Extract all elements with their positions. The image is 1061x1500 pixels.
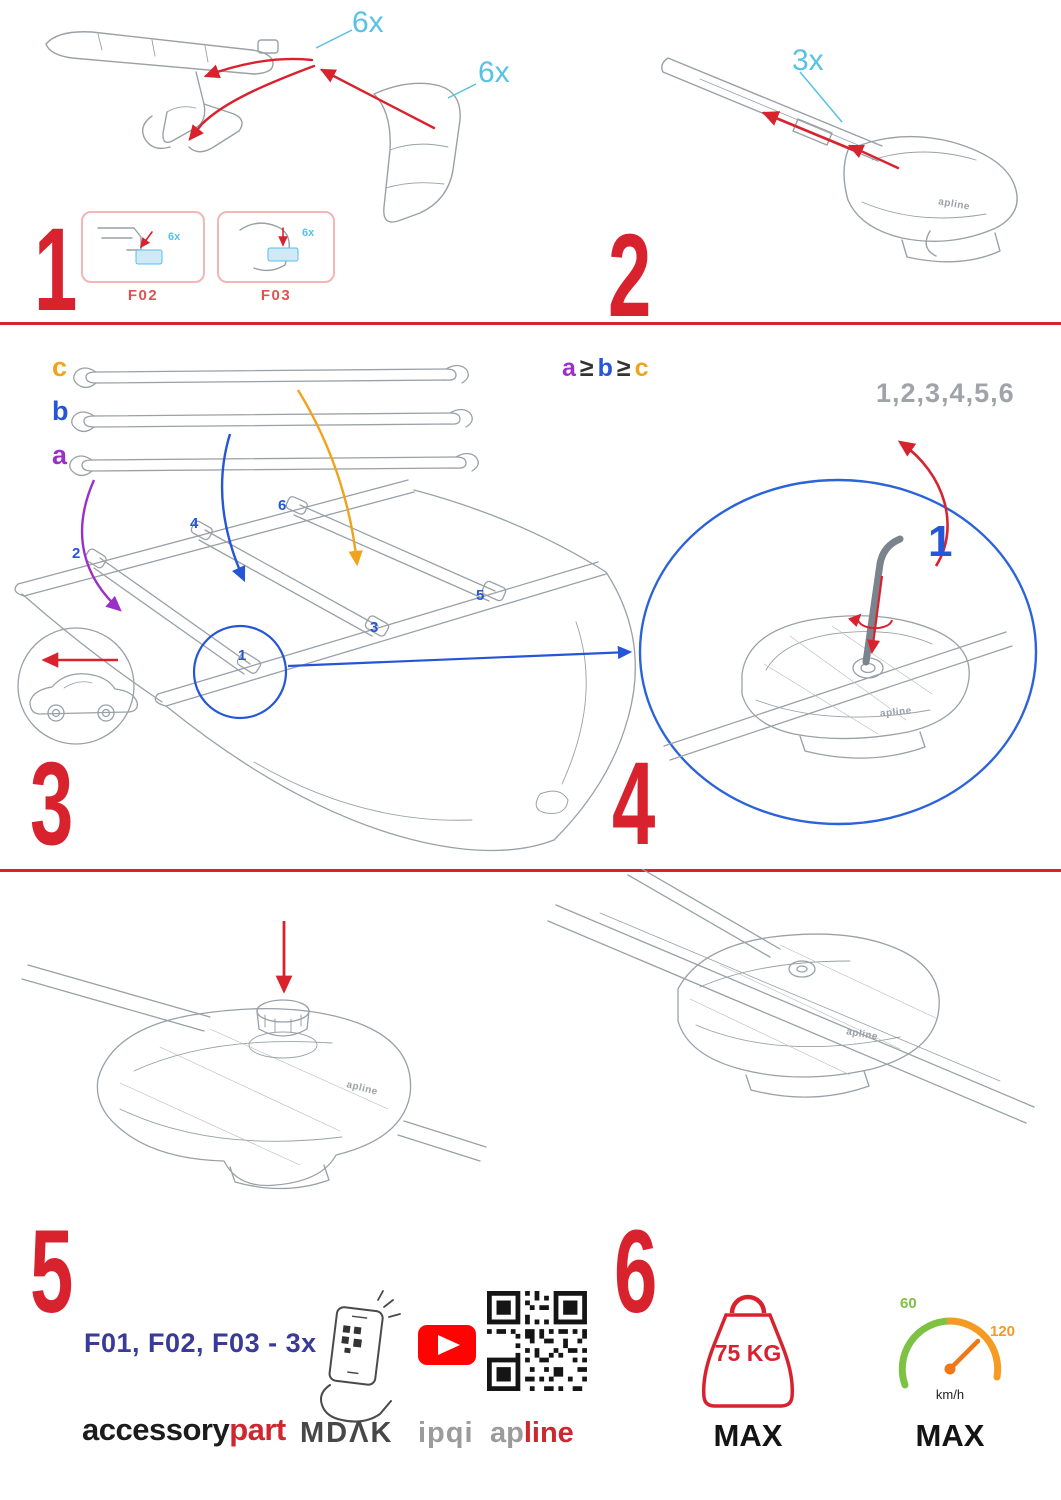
qty-label-3x: 3x — [792, 44, 824, 77]
step-5-number: 5 — [30, 1206, 74, 1338]
speed-low-value: 60 — [900, 1295, 917, 1312]
roof-position-4: 4 — [190, 515, 199, 532]
car-direction-inset — [17, 627, 138, 745]
rule-b: b — [597, 354, 613, 382]
speedometer-icon — [898, 1317, 1002, 1389]
step5-foot-art — [21, 964, 487, 1190]
qty-label-side: 6x — [478, 56, 510, 89]
step-3-number: 3 — [30, 738, 74, 870]
brand-accessory-text: accessory — [82, 1412, 230, 1447]
brand-mdak: MDΛK — [300, 1417, 394, 1449]
sequence-first-number: 1 — [928, 517, 953, 566]
zoom-foot-art — [663, 615, 1013, 761]
box-f02-label: F02 — [127, 287, 159, 304]
box-f03-label: F03 — [260, 287, 292, 304]
kit-box-f02 — [81, 211, 205, 283]
tighten-sequence: 1,2,3,4,5,6 — [876, 378, 1015, 408]
bar-label-a: a — [52, 440, 68, 470]
brand-ipqi: ipqi — [418, 1417, 474, 1449]
roof-position-2: 2 — [72, 545, 81, 562]
roof-position-6: 6 — [278, 497, 287, 514]
brand-apline: apline — [490, 1419, 574, 1448]
brand-part-text: part — [229, 1412, 286, 1447]
allen-key-icon — [862, 535, 904, 666]
zoom-circle — [638, 478, 1038, 826]
rule-c: c — [634, 354, 649, 382]
phone-scan-icon — [320, 1290, 401, 1423]
youtube-play-icon — [418, 1325, 476, 1365]
bar-label-c: c — [52, 352, 68, 382]
section-5-6-art — [21, 869, 1035, 1423]
zoom-pointer-arrow — [287, 645, 633, 668]
tighten-arrow — [867, 575, 884, 655]
speed-high-value: 120 — [990, 1323, 1016, 1340]
rotate-arrow — [848, 613, 893, 630]
box-f02-qty: 6x — [168, 231, 181, 243]
part-codes-line: F01, F02, F03 - 3x — [84, 1328, 317, 1358]
qty-leader-lines — [315, 29, 843, 123]
max-weight-value: 75 KG — [714, 1340, 782, 1366]
sequence-arrow — [897, 440, 949, 567]
rule-a: a — [562, 354, 576, 382]
max-weight-label: MAX — [713, 1418, 783, 1453]
step6-foot-art — [547, 869, 1035, 1124]
section-divider-2 — [0, 869, 1061, 872]
brand-line-text: line — [523, 1417, 574, 1449]
assembly-arrows — [140, 57, 900, 249]
arrow-bar-c — [296, 389, 363, 567]
bar-label-b: b — [52, 396, 69, 426]
kit-box-f03 — [217, 211, 335, 283]
step1-foot-exploded-art — [45, 31, 279, 153]
roof-position-5: 5 — [476, 587, 485, 604]
rule-gte-1: ≥ — [579, 354, 594, 382]
position-1-highlight-circle — [192, 624, 288, 720]
step-4-number: 4 — [612, 738, 656, 870]
weight-max-icon — [701, 1294, 795, 1408]
section-1-2-art — [45, 29, 1018, 283]
brand-ap-text: ap — [490, 1417, 524, 1449]
step-6-number: 6 — [614, 1206, 658, 1338]
box-f03-qty: 6x — [302, 227, 315, 239]
arrow-bar-a — [80, 479, 122, 612]
max-speed-label: MAX — [915, 1418, 985, 1453]
speed-unit-label: km/h — [935, 1387, 965, 1402]
length-rule: a≥b≥c — [560, 356, 651, 381]
crossbars-abc-art — [69, 364, 479, 477]
section-3-4-art — [14, 364, 1038, 852]
qr-code — [487, 1291, 587, 1391]
step1-cover-art — [373, 82, 461, 223]
brand-accessorypart: accessorypart — [82, 1414, 286, 1445]
step-1-number: 1 — [34, 204, 78, 336]
qty-label-top: 6x — [352, 6, 384, 39]
roof-position-1: 1 — [238, 647, 247, 664]
roof-position-3: 3 — [370, 619, 379, 636]
arrow-bar-b — [220, 433, 246, 583]
step2-foot-art — [843, 135, 1018, 263]
rule-gte-2: ≥ — [616, 354, 631, 382]
car-roof-art — [14, 479, 636, 852]
section-divider-1 — [0, 322, 1061, 325]
step-2-number: 2 — [608, 210, 652, 342]
